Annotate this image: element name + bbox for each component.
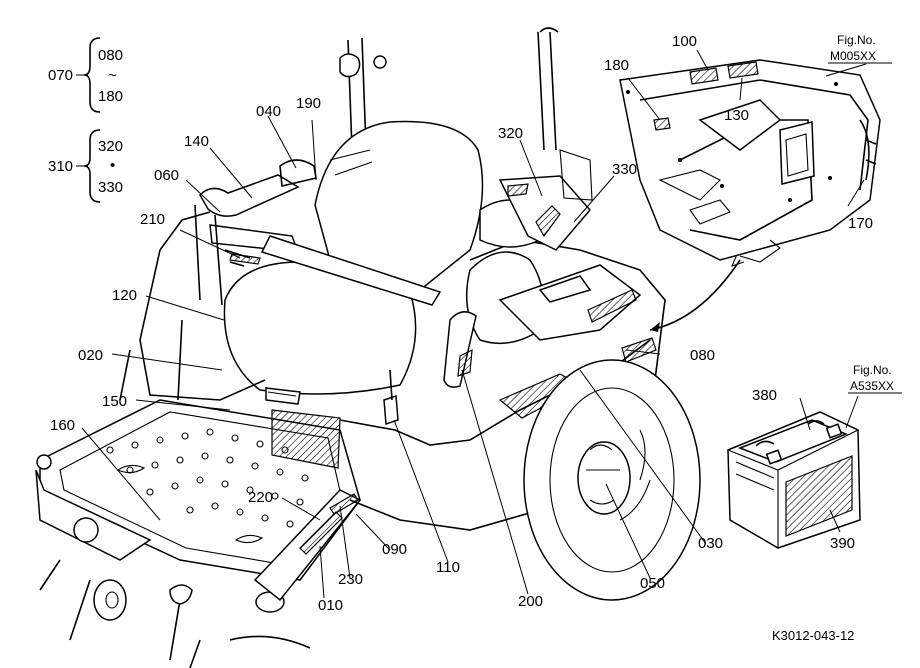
callout-060: 060 — [154, 167, 179, 184]
battery-inset — [727, 411, 861, 549]
figure-ref-title: Fig.No. — [837, 33, 876, 47]
group-top: 080 — [98, 47, 123, 64]
callout-010: 010 — [318, 597, 343, 614]
callout-160: 160 — [50, 417, 75, 434]
group-bottom: 330 — [98, 179, 123, 196]
callout-040: 040 — [256, 103, 281, 120]
group-sep: • — [110, 157, 115, 174]
callout-130: 130 — [724, 107, 749, 124]
group-label: 070 — [48, 67, 73, 84]
callout-210: 210 — [140, 211, 165, 228]
drawing-code: K3012-043-12 — [772, 628, 854, 643]
callout-110: 110 — [436, 559, 460, 576]
callout-220: 220 — [248, 489, 273, 506]
callout-320: 320 — [498, 125, 523, 142]
callout-020: 020 — [78, 347, 103, 364]
mower-body — [35, 27, 745, 668]
group-bracket-310: 310 320 • 330 — [48, 129, 123, 203]
callout-330: 330 — [612, 161, 637, 178]
group-bottom: 180 — [98, 88, 123, 105]
rear-frame-inset — [619, 59, 881, 263]
group-label: 310 — [48, 158, 73, 175]
callout-080: 080 — [690, 347, 715, 364]
callout-030: 030 — [698, 535, 723, 552]
figure-ref-m005xx: Fig.No. M005XX — [828, 33, 892, 64]
callout-180: 180 — [604, 57, 629, 74]
figure-ref-code: M005XX — [830, 49, 876, 63]
group-top: 320 — [98, 138, 123, 155]
callout-150: 150 — [102, 393, 127, 410]
callout-140: 140 — [184, 133, 209, 150]
callout-380: 380 — [752, 387, 777, 404]
callout-090: 090 — [382, 541, 407, 558]
figure-ref-a535xx: Fig.No. A535XX — [848, 363, 902, 394]
callout-labels: 100 180 130 170 040 190 140 060 210 120 … — [50, 33, 873, 614]
group-bracket-070: 070 080 ~ 180 — [48, 37, 123, 113]
callout-170: 170 — [848, 215, 873, 232]
callout-100: 100 — [672, 33, 697, 50]
figure-ref-code: A535XX — [850, 379, 894, 393]
callout-190: 190 — [296, 95, 321, 112]
callout-230: 230 — [338, 571, 363, 588]
callout-120: 120 — [112, 287, 137, 304]
callout-390: 390 — [830, 535, 855, 552]
figure-ref-title: Fig.No. — [853, 363, 892, 377]
callout-200: 200 — [518, 593, 543, 610]
callout-050: 050 — [640, 575, 665, 592]
leader-lines — [81, 49, 867, 599]
group-sep: ~ — [108, 67, 117, 84]
